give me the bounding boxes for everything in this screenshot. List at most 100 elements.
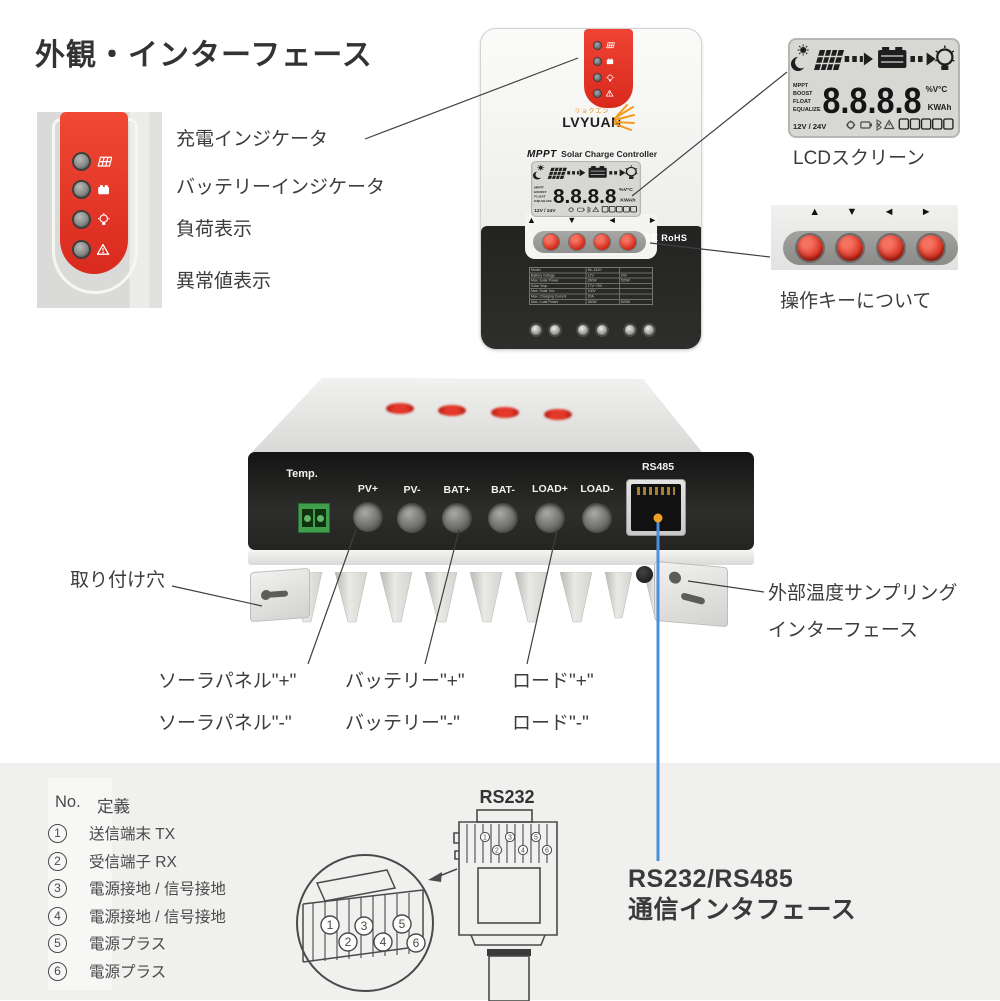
pin-number: 4 <box>48 906 67 926</box>
indicator-led-strip <box>60 112 128 274</box>
pv-plus-label: PV+ <box>357 483 379 495</box>
battery-minus-label: バッテリー"-" <box>345 713 460 734</box>
warning-icon <box>97 243 110 255</box>
front-load-led <box>593 73 602 82</box>
warning-icon-led <box>72 240 91 259</box>
keys-arrow-labels: ▲ ▼ ◄ ► <box>783 206 958 218</box>
svg-text:3: 3 <box>508 835 512 842</box>
rs485-port[interactable] <box>626 479 686 536</box>
down-button[interactable] <box>568 234 585 250</box>
solar-minus-label: ソーラパネル"-" <box>158 713 292 734</box>
comm-interface-label: RS232/RS485 通信インタフェース <box>628 864 856 926</box>
product-mppt: MPPT <box>526 149 557 160</box>
front-battery-led <box>593 57 602 66</box>
battery-icon <box>606 58 614 65</box>
pin-definition: 電源接地 / 信号接地 <box>89 881 226 898</box>
front-arrow-labels: ▲ ▼ ◄ ► <box>527 215 657 225</box>
front-led-strip <box>584 29 633 108</box>
controller-bottom-view: Temp. PV+ PV- BAT+ BAT- LOAD+ LOAD- RS48… <box>240 372 760 634</box>
arrow-down-label: ▼ <box>846 206 858 218</box>
left-button[interactable] <box>877 235 904 261</box>
temp-sensor-knob <box>636 566 653 583</box>
magnifier-detail: 1 2 3 4 5 6 <box>296 854 434 992</box>
arrow-left-label: ◄ <box>607 215 617 225</box>
pin-number: 2 <box>48 851 67 871</box>
led-row-charge <box>72 152 112 171</box>
arrow-down-label: ▼ <box>567 215 577 225</box>
bulb-icon <box>606 73 614 82</box>
ce-rohs-mark: CE RoHS <box>645 233 688 243</box>
load-plus-label: LOAD+ <box>532 483 568 495</box>
table-header-no: No. <box>55 793 81 811</box>
mounting-hole-label: 取り付け穴 <box>70 570 166 591</box>
pin-definition: 電源プラス <box>89 936 167 953</box>
pin-definition: 送信端末 TX <box>89 826 176 843</box>
table-row: 6 電源プラス <box>48 960 166 982</box>
load-led <box>72 210 91 229</box>
load-minus-terminal[interactable] <box>582 503 612 533</box>
svg-text:2: 2 <box>495 848 499 855</box>
bat-plus-label: BAT+ <box>443 484 471 496</box>
load-minus-label: ロード"-" <box>512 713 589 734</box>
label-load-display: 負荷表示 <box>176 219 253 240</box>
pv-plus-terminal[interactable] <box>353 502 383 532</box>
rs485-label: RS485 <box>641 461 675 473</box>
pin-definition: 電源接地 / 信号接地 <box>89 909 226 926</box>
arrow-right-label: ► <box>920 206 932 218</box>
brand-ruby-text: リョクエン <box>574 109 610 115</box>
rs232-title: RS232 <box>479 787 534 807</box>
front-button-row <box>533 231 646 253</box>
label-battery-indicator: バッテリーインジケータ <box>176 177 386 198</box>
svg-text:3: 3 <box>361 919 368 933</box>
warning-icon <box>606 89 614 97</box>
operation-keys-photo: ▲ ▼ ◄ ► <box>771 205 958 270</box>
front-lcd-screen <box>531 161 641 217</box>
pin-number: 6 <box>48 961 67 981</box>
bat-plus-terminal[interactable] <box>442 503 472 533</box>
rs232-connector-diagram: RS232 1 2 3 4 5 6 1 2 3 <box>296 787 558 1001</box>
svg-text:2: 2 <box>345 935 352 949</box>
up-button[interactable] <box>797 235 824 261</box>
bulb-icon <box>97 213 110 226</box>
controller-front-view: リョクエン LVYUAN MPPT Solar Charge Controlle… <box>480 28 702 350</box>
solar-plus-label: ソーラパネル"+" <box>158 671 297 692</box>
battery-icon <box>98 185 109 195</box>
arrow-up-label: ▲ <box>809 206 821 218</box>
pin-definition: 電源プラス <box>89 964 167 981</box>
led-row-load <box>72 210 110 229</box>
svg-text:6: 6 <box>545 848 549 855</box>
down-button[interactable] <box>837 235 864 261</box>
right-button[interactable] <box>917 235 944 261</box>
pin-number: 5 <box>48 933 67 953</box>
bat-minus-terminal[interactable] <box>488 503 518 533</box>
temp-terminal-label: Temp. <box>286 468 318 480</box>
table-header-def: 定義 <box>97 798 130 816</box>
battery-led <box>72 180 91 199</box>
table-row: 4 電源接地 / 信号接地 <box>48 905 226 927</box>
left-button[interactable] <box>594 234 611 250</box>
keys-button-row <box>783 231 958 265</box>
temp-terminal-block[interactable] <box>298 503 330 533</box>
temp-interface-label-1: 外部温度サンプリング <box>768 583 958 604</box>
indicator-panel-photo <box>37 112 162 308</box>
bottom-lip <box>248 550 754 565</box>
pv-minus-terminal[interactable] <box>397 503 427 533</box>
front-charge-led <box>593 41 602 50</box>
label-abnormal-display: 異常値表示 <box>176 271 272 292</box>
left-mounting-bracket <box>250 567 310 623</box>
up-button[interactable] <box>542 234 559 250</box>
pv-minus-label: PV- <box>403 484 421 496</box>
arrow-right-label: ► <box>648 215 657 225</box>
led-row-battery <box>72 180 110 199</box>
right-button[interactable] <box>620 234 637 250</box>
front-warning-led <box>593 89 602 98</box>
load-minus-label: LOAD- <box>580 483 614 495</box>
pin-number: 1 <box>48 823 67 843</box>
solar-panel-icon <box>97 156 112 167</box>
solar-panel-icon <box>606 42 615 49</box>
load-plus-terminal[interactable] <box>535 503 565 533</box>
svg-text:4: 4 <box>380 935 387 949</box>
